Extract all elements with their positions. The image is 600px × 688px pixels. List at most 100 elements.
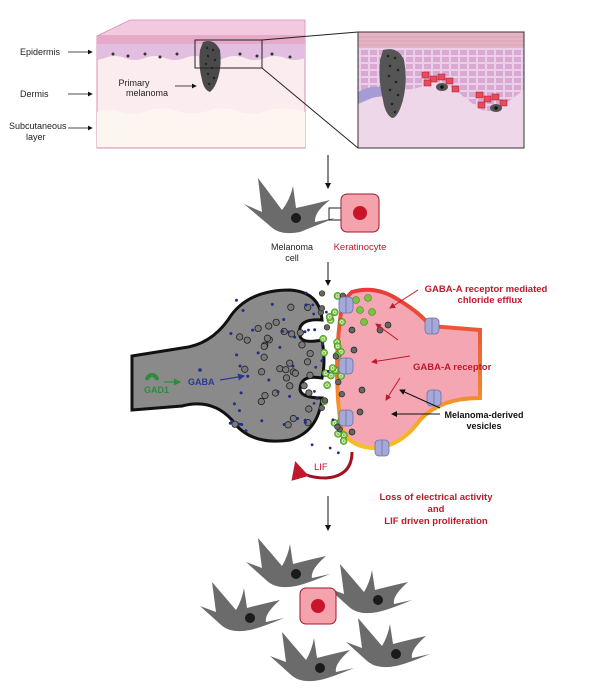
gaba-molecule <box>251 328 255 332</box>
dense-core-vesicle <box>296 329 304 337</box>
exosome-vesicle <box>333 342 342 351</box>
gaba-molecule <box>291 364 295 368</box>
dense-core-vesicle <box>305 405 313 413</box>
gabaa-receptor-icon <box>338 357 354 375</box>
exosome-vesicle <box>364 294 372 302</box>
gaba-molecule <box>324 310 328 314</box>
skin-cross-section <box>96 19 359 149</box>
dense-core-vesicle <box>276 365 284 373</box>
gabaa-receptor-icon <box>338 409 354 427</box>
inset-keratinocytes-red <box>421 71 508 109</box>
gad1-label: GAD1 <box>144 385 169 395</box>
melanoma-vesicle <box>318 305 326 312</box>
gaba-molecule <box>304 291 308 295</box>
gaba-molecule <box>238 364 242 368</box>
gaba-molecule <box>326 369 330 373</box>
chloride-efflux-label-line2: chloride efflux <box>458 295 524 306</box>
gaba-molecule <box>237 409 241 413</box>
melanoma-vesicle <box>323 324 331 331</box>
gaba-molecule <box>246 374 250 378</box>
melanoma-cell-icon <box>328 564 412 614</box>
exosome-vesicle <box>356 306 364 314</box>
gaba-molecule <box>229 332 233 336</box>
dense-core-vesicle <box>306 371 314 379</box>
gabaa-receptor-icon <box>338 296 354 314</box>
gaba-molecule <box>240 422 244 426</box>
melanoma-cell-icon <box>244 178 335 234</box>
gaba-molecule <box>311 303 315 307</box>
melanoma-vesicle <box>318 290 326 297</box>
synaptic-cleft-vesicles <box>304 290 392 455</box>
gaba-molecule <box>241 309 245 313</box>
gabaa-receptor-icon <box>426 389 442 407</box>
gaba-molecule <box>336 451 340 455</box>
gaba-molecule <box>234 298 238 302</box>
gaba-molecule <box>244 429 248 433</box>
epidermis-label: Epidermis <box>20 47 61 57</box>
gad1-enzyme-icon <box>145 373 159 380</box>
gaba-molecule <box>293 335 297 339</box>
outcome-line1: Loss of electrical activity <box>380 492 494 503</box>
gaba-molecule <box>307 328 310 332</box>
exosome-vesicle <box>352 296 360 304</box>
gaba-molecule <box>313 328 317 332</box>
gaba-molecule <box>328 446 332 450</box>
melanoma-vesicle <box>318 404 325 412</box>
melanoma-cell-label-line2: cell <box>285 253 299 263</box>
gaba-molecule <box>276 390 280 394</box>
melanoma-vesicle <box>350 346 358 354</box>
dense-core-vesicle <box>291 369 300 377</box>
dense-core-vesicle <box>257 397 265 406</box>
exosome-vesicle <box>323 381 331 390</box>
exosome-vesicle <box>360 318 368 326</box>
gabaa-receptor-label: GABA-A receptor <box>413 362 492 373</box>
dense-core-vesicle <box>241 365 249 373</box>
gaba-molecule <box>256 351 260 355</box>
dense-core-vesicle <box>258 368 266 376</box>
dense-core-vesicle <box>286 382 294 390</box>
melanoma-vesicle <box>384 321 392 329</box>
primary-melanoma-tumor <box>199 41 221 92</box>
melanoma-vesicles-label-line2: vesicles <box>466 421 501 431</box>
gaba-molecule <box>239 391 243 395</box>
dense-core-vesicle <box>306 349 314 358</box>
exosome-vesicle <box>319 334 327 343</box>
gabaa-receptors <box>338 296 442 457</box>
melanoma-terminal <box>130 288 326 443</box>
gaba-molecule <box>303 330 307 334</box>
melanoma-vesicle <box>321 397 328 404</box>
keratinocyte-icon <box>340 193 380 233</box>
gaba-molecule <box>296 416 300 420</box>
dense-core-vesicle <box>272 318 280 326</box>
gaba-molecule <box>280 329 284 333</box>
primary-melanoma-label-line2: melanoma <box>126 88 168 98</box>
exosome-vesicle <box>325 313 334 321</box>
outcome-line2: and <box>428 504 445 515</box>
dense-core-vesicle <box>263 334 272 342</box>
gaba-molecule <box>230 420 234 424</box>
inset-melanoma-cluster <box>379 49 406 118</box>
gaba-label: GABA <box>188 377 215 387</box>
gaba-molecule <box>314 365 318 369</box>
exosome-vesicle <box>368 308 376 316</box>
gaba-molecule <box>312 312 316 316</box>
gaba-molecule <box>310 443 314 447</box>
melanoma-cell-icon <box>246 538 330 588</box>
exosome-vesicle <box>320 348 328 357</box>
gaba-molecule <box>288 394 292 398</box>
dense-core-vesicle <box>289 414 297 423</box>
gaba-molecule <box>320 359 324 363</box>
gaba-molecule <box>270 302 274 306</box>
gaba-molecule <box>286 330 290 334</box>
dense-core-vesicle <box>243 336 251 344</box>
gaba-molecule <box>282 422 286 426</box>
melanoma-cell-icon <box>200 582 284 632</box>
dense-core-vesicle <box>305 389 313 397</box>
presynaptic-vesicles <box>228 298 317 433</box>
dense-core-vesicle <box>300 382 308 390</box>
dense-core-vesicle <box>288 330 296 338</box>
proliferating-melanoma-cells <box>200 538 430 682</box>
melanoma-vesicle <box>348 326 356 334</box>
keratinocyte-process <box>335 287 482 451</box>
melanoma-cell-label-line1: Melanoma <box>271 242 313 252</box>
